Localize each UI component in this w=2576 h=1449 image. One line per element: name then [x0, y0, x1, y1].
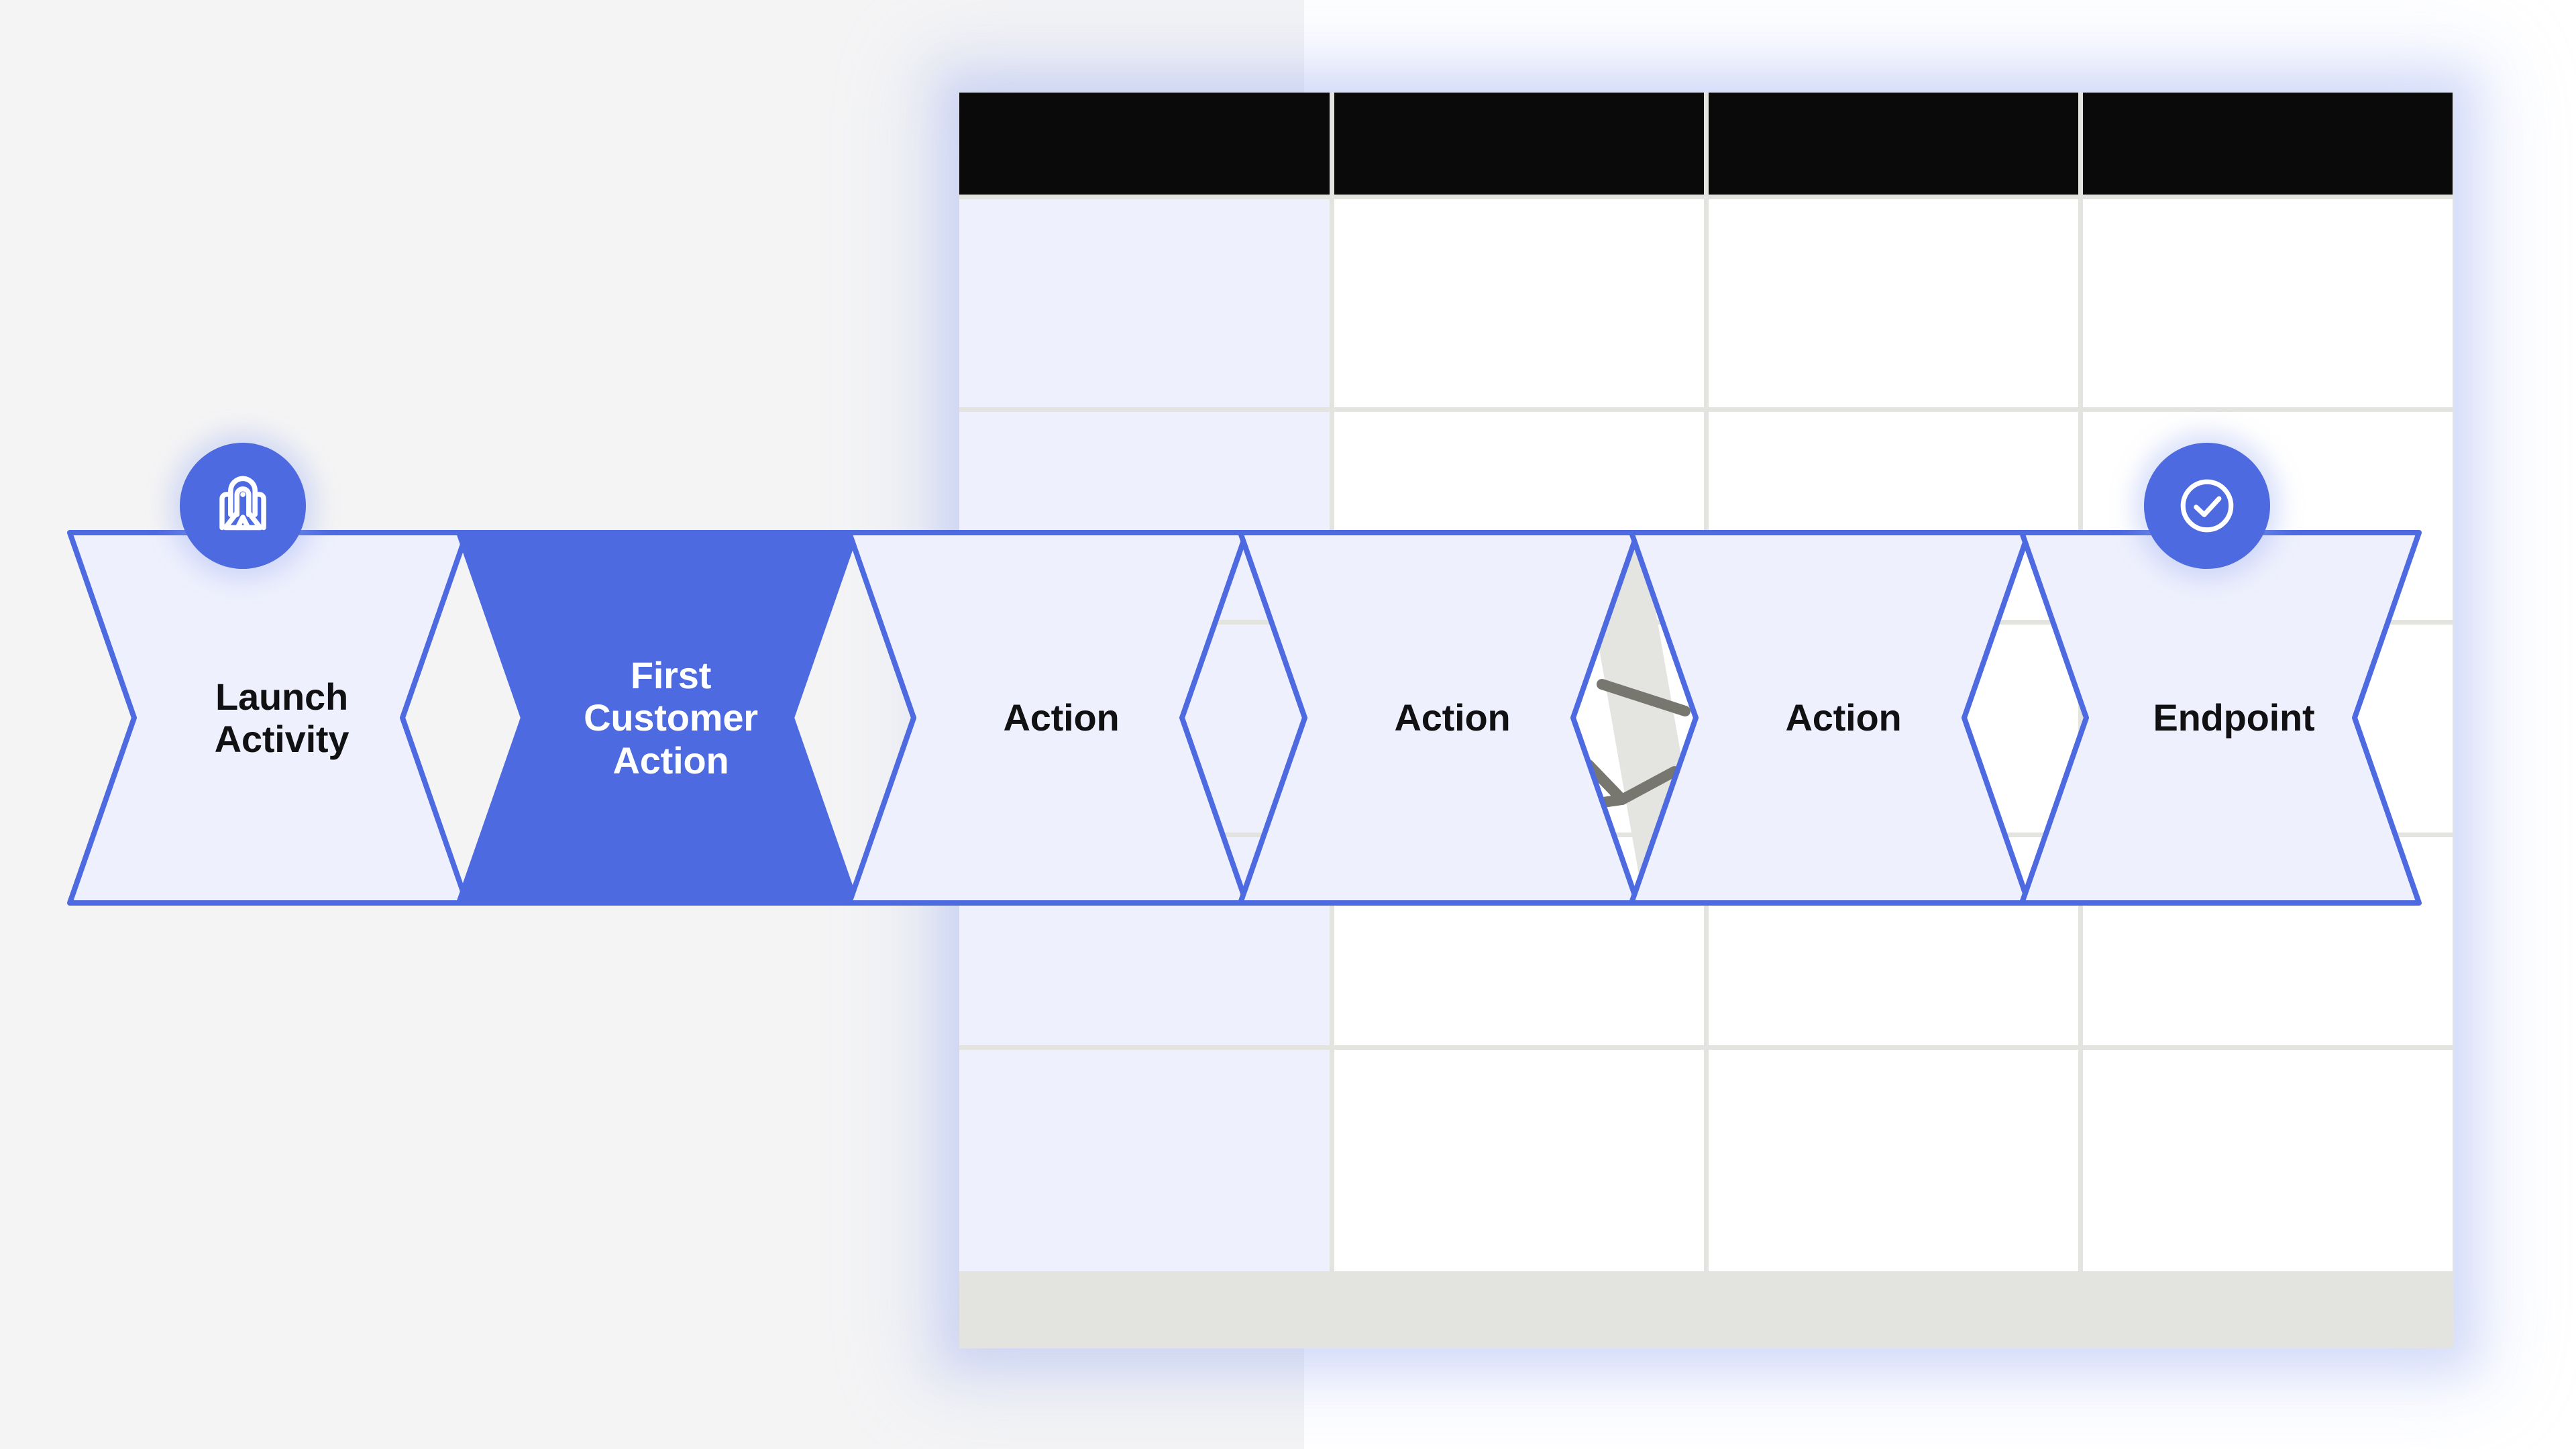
table-cell: [1334, 1050, 1704, 1271]
flow-step-launch-activity[interactable]: Launch Activity: [67, 530, 470, 906]
flow-step-label: Launch Activity: [214, 675, 350, 760]
table-cell: [1709, 199, 2078, 407]
flow-step-label: First Customer Action: [584, 654, 758, 782]
table-header-cell: [2083, 93, 2453, 195]
table-header-cell: [1709, 93, 2078, 195]
table-cell: [1709, 1050, 2078, 1271]
table-cell: [959, 199, 1330, 407]
flow-step-label: Action: [1785, 696, 1902, 739]
table-header-cell: [1334, 93, 1704, 195]
flow-step-action-3[interactable]: Action: [1629, 530, 2031, 906]
flow-step-label: Endpoint: [2153, 696, 2315, 739]
table-header-cell: [959, 93, 1330, 195]
check-circle-icon: [2180, 479, 2234, 533]
rocket-icon: [219, 476, 266, 531]
table-cell: [2083, 199, 2453, 407]
endpoint-completed-badge[interactable]: [2144, 443, 2270, 569]
table-cell: [1334, 199, 1704, 407]
flow-step-label: Action: [1003, 696, 1120, 739]
flow-step-endpoint[interactable]: Endpoint: [2019, 530, 2422, 906]
flow-step-label: Action: [1394, 696, 1511, 739]
table-cell: [959, 1050, 1330, 1271]
flow-step-action-2[interactable]: Action: [1238, 530, 1640, 906]
launch-activity-badge[interactable]: [180, 443, 306, 569]
table-cell: [2083, 1050, 2453, 1271]
flow-step-first-customer-action[interactable]: First Customer Action: [456, 530, 859, 906]
flow-step-action-1[interactable]: Action: [847, 530, 1249, 906]
